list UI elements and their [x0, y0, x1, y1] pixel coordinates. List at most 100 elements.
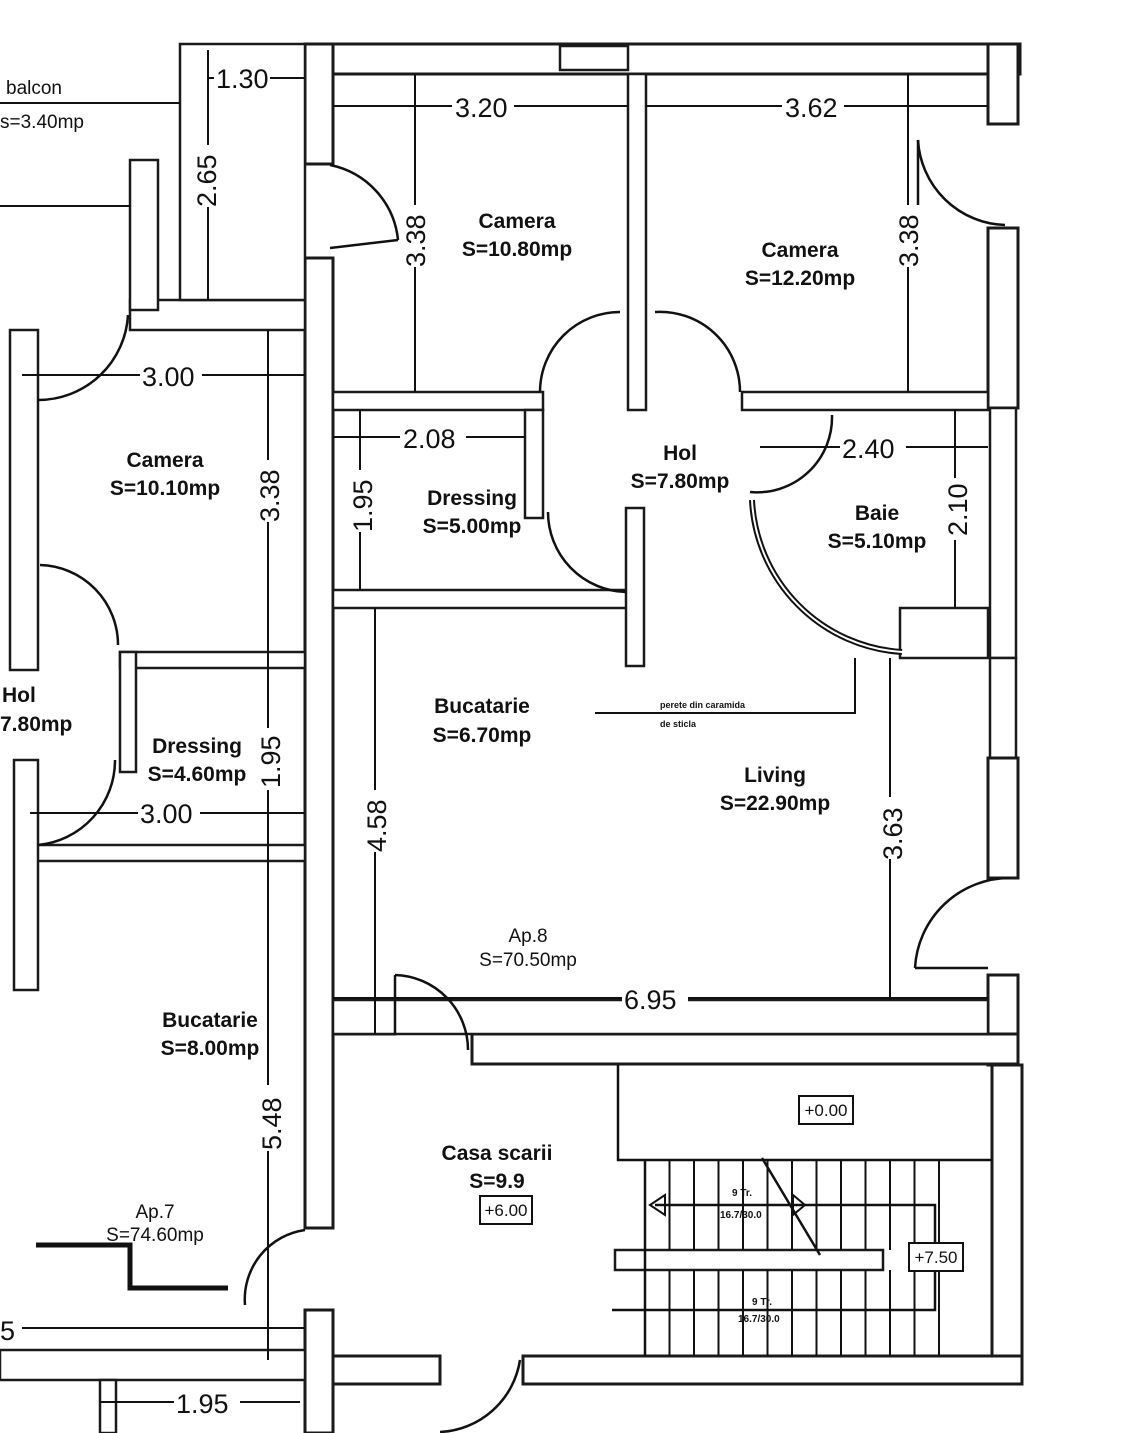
- room-hol-1-name: Hol: [663, 442, 697, 465]
- ap8-area: S=70.50mp: [479, 950, 577, 971]
- room-baie-name: Baie: [855, 502, 899, 525]
- room-hol-1-area: S=7.80mp: [631, 470, 730, 493]
- wall-ap7-dressing-top: [118, 650, 307, 670]
- glass-wall-note-1: perete din caramida: [660, 700, 746, 710]
- wall-stair-bottom-left: [331, 1354, 442, 1386]
- wall-camera-divider: [626, 72, 648, 412]
- ap8-name: Ap.8: [508, 926, 547, 947]
- door-ap7-entrance: [243, 1228, 306, 1306]
- wall-stair-right: [990, 1063, 1024, 1377]
- wall-rooms-bottom-left: [331, 390, 545, 412]
- wall-ap7-left: [8, 328, 40, 672]
- dim-2-65: 2.65: [192, 154, 222, 207]
- wall-dressing-bottom: [331, 588, 645, 610]
- room-bucatarie-2-name: Bucatarie: [162, 1009, 258, 1032]
- stair-label-2b: 16.7/30.0: [738, 1314, 780, 1325]
- level-markers: +0.00 +6.00 +7.50: [479, 1095, 964, 1272]
- level-box-0: [798, 1095, 854, 1125]
- stair-arrow-1: [648, 1193, 666, 1217]
- wall-top: [303, 42, 1022, 76]
- wall-rooms-bottom-right: [740, 390, 990, 412]
- dim-5-48: 5.48: [257, 1097, 287, 1150]
- ap7-area: S=74.60mp: [106, 1225, 204, 1246]
- wall-top-window: [558, 44, 630, 72]
- room-casa-scarii-area: S=9.9: [469, 1170, 524, 1193]
- dim-3-00-a: 3.00: [142, 362, 195, 392]
- glass-wall-note-2: de sticla: [660, 719, 697, 729]
- door-hol-left: [538, 310, 621, 393]
- dim-6-95: 6.95: [624, 985, 677, 1015]
- dim-1-95-b: 1.95: [256, 735, 286, 788]
- room-baie-area: S=5.10mp: [828, 530, 927, 553]
- room-casa-scarii-name: Casa scarii: [442, 1142, 553, 1165]
- dim-5: 5: [0, 1316, 15, 1346]
- door-hol-right: [654, 310, 742, 393]
- door-ap7-hol: [39, 563, 120, 646]
- balcony-name: balcon: [6, 78, 62, 99]
- balcony-area: s=3.40mp: [0, 112, 84, 133]
- door-camera-1-leaf: [329, 238, 399, 250]
- glass-wall-curve-inner: [751, 499, 903, 653]
- room-hol-2-name: Hol: [2, 684, 36, 707]
- stair-label-2a: 9 Tr.: [752, 1297, 772, 1308]
- door-ap7-dressing: [37, 759, 117, 847]
- dimension-labels: 1.30 2.65 3.20 3.62 3.38 3.38 3.00 3.38 …: [0, 62, 973, 1419]
- walls: [0, 42, 1024, 1433]
- level-750-text: +7.50: [914, 1248, 957, 1267]
- apartment-labels: Ap.8 S=70.50mp Ap.7 S=74.60mp: [106, 926, 577, 1246]
- wall-stair-bottom: [521, 1354, 1024, 1386]
- wall-baie-bottom: [898, 606, 990, 660]
- level-0-text: +0.00: [804, 1101, 847, 1120]
- staircase: 9 Tr. 16.7/30.0 9 Tr. 16.7/30.0: [612, 1065, 992, 1356]
- wall-ap8-left-main: [303, 256, 335, 1230]
- stair-landing-bar: [613, 1248, 885, 1272]
- dim-3-20: 3.20: [455, 93, 508, 123]
- stair-label-1a: 9 Tr.: [732, 1188, 752, 1199]
- dim-2-10: 2.10: [943, 483, 973, 536]
- room-bucatarie-1-name: Bucatarie: [434, 695, 530, 718]
- ap7-name: Ap.7: [135, 1202, 174, 1223]
- room-dressing-2-area: S=4.60mp: [148, 763, 247, 786]
- room-dressing-1-name: Dressing: [427, 487, 517, 510]
- door-dressing: [546, 511, 627, 594]
- wall-right-mid: [986, 226, 1020, 410]
- stair-cut-line: [760, 1157, 822, 1256]
- dim-3-38-b: 3.38: [894, 214, 924, 267]
- ap7-level-marker: [36, 1242, 228, 1291]
- dim-2-08: 2.08: [403, 424, 456, 454]
- room-camera-1-area: S=10.80mp: [462, 238, 572, 261]
- door-top-right: [916, 139, 1006, 227]
- glass-wall-note: perete din caramida de sticla: [660, 700, 746, 729]
- wall-ap8-left-top: [303, 42, 335, 166]
- stair-well-outline: [616, 1065, 992, 1162]
- level-box-6: [479, 1195, 533, 1225]
- dim-3-38-c: 3.38: [255, 469, 285, 522]
- wall-ap7-bottom-col: [98, 1378, 118, 1433]
- dim-1-95-c: 1.95: [176, 1389, 229, 1419]
- door-camera-1: [329, 163, 400, 241]
- wall-stair-left-bottom: [303, 1308, 335, 1433]
- room-camera-3-name: Camera: [126, 449, 203, 472]
- room-camera-3-area: S=10.10mp: [110, 477, 220, 500]
- wall-ap8-bottom-right: [470, 1032, 1020, 1066]
- room-hol-2-area: 7.80mp: [0, 713, 72, 736]
- wall-ap7-left-lower: [12, 758, 40, 992]
- wall-ap7-col: [128, 158, 160, 312]
- room-living-name: Living: [744, 764, 806, 787]
- wall-ap7-mid: [20, 843, 307, 863]
- wall-hol-stub: [624, 506, 646, 668]
- door-ap7-balcony: [37, 314, 130, 402]
- room-camera-1-name: Camera: [478, 210, 555, 233]
- wall-right-upper: [986, 42, 1020, 126]
- door-baie: [749, 414, 834, 494]
- dim-3-62: 3.62: [785, 93, 838, 123]
- room-dressing-2-name: Dressing: [152, 735, 242, 758]
- wall-ap7-bottom: [0, 1348, 307, 1382]
- room-living-area: S=22.90mp: [720, 792, 830, 815]
- dim-1-30: 1.30: [216, 64, 269, 94]
- door-stair-bottom: [439, 1359, 522, 1433]
- room-bucatarie-2-area: S=8.00mp: [161, 1037, 260, 1060]
- door-living-right: [913, 876, 1011, 969]
- room-labels: Camera S=10.80mp Camera S=12.20mp Camera…: [0, 210, 926, 1193]
